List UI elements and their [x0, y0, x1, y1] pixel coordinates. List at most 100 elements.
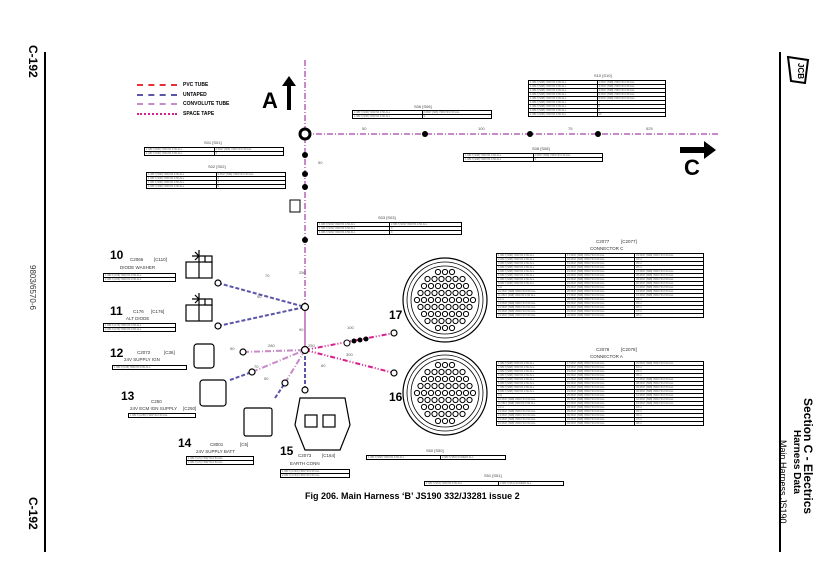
segment-length: 100 [347, 325, 354, 330]
connector-pin [431, 396, 438, 404]
connector-pin [448, 403, 456, 411]
connector-pin [424, 303, 431, 311]
space-tape-swatch [137, 113, 177, 115]
table-cell: 5 [215, 184, 286, 189]
connector-pin [424, 317, 431, 325]
segment-length: 300 [346, 352, 353, 357]
connector-pin [441, 324, 449, 332]
connector-pin [459, 275, 466, 283]
connector-pin [427, 389, 435, 397]
connector-pin [438, 317, 445, 325]
connector-ref: [C5] [240, 442, 249, 447]
direction-label-c: C [684, 155, 700, 180]
table-cell: 1 0817 [S96] YRD/YR.0.50 ALL [146, 184, 217, 189]
branch-10 [217, 282, 306, 308]
connector-pin [434, 361, 442, 369]
table-row: 2 0817 [C66] YRD/YR.0.50 ALL [103, 277, 176, 282]
connector-pin [466, 303, 473, 311]
connector-pin [452, 317, 459, 325]
untaped-swatch [137, 94, 177, 96]
connector-pin [431, 303, 438, 311]
connector-pin [438, 289, 445, 297]
connector-pin [448, 296, 456, 304]
table-cell: 3 [421, 114, 492, 119]
logo-text: JCB [796, 63, 805, 79]
table-cell: 10 [596, 112, 666, 117]
connector-pin [448, 310, 456, 318]
connector-code: C2077 [596, 239, 610, 244]
jcb-logo: JCB [785, 55, 811, 85]
connector-pin [448, 375, 456, 383]
connector-ref: [C2078] [621, 347, 637, 352]
connector-pin [452, 368, 459, 376]
segment-length: 50 [362, 126, 367, 131]
connector-pin [431, 275, 438, 283]
branch-17 [304, 332, 395, 351]
connector-pin [417, 396, 424, 404]
splice-s50-title: S50 [S50] [426, 448, 444, 453]
connector-pin [466, 396, 473, 404]
splice-s03-title: S03 [S03] [378, 215, 396, 220]
connector-pin [448, 389, 456, 397]
connector-pin [462, 403, 470, 411]
connector-name: 24V SUPPLY BATT [196, 449, 236, 454]
connector-pin [420, 296, 428, 304]
connector-pin [417, 289, 424, 297]
connector-pin [431, 317, 438, 325]
connector-number: 13 [121, 389, 135, 403]
connector-pin [420, 375, 428, 383]
segment-length: 50 [230, 346, 235, 351]
direction-label-a: A [262, 88, 278, 113]
table-cell: 1 0817 [S50] YRD/YR.0.50 ALL [366, 455, 441, 460]
connector-code: C2072 [137, 350, 151, 355]
connector-pin [448, 417, 456, 425]
connector-pin [445, 368, 452, 376]
connector-pin [455, 375, 463, 383]
connector-pin [459, 410, 466, 418]
connector-pin [441, 268, 449, 276]
branch-11 [217, 306, 306, 327]
connector-pin [469, 389, 477, 397]
branch-12 [242, 349, 306, 353]
connector-pin [459, 289, 466, 297]
connector-ref: [C164] [322, 453, 336, 458]
connector-pin [431, 368, 438, 376]
connector-pin [431, 382, 438, 390]
connector-pin [459, 396, 466, 404]
arrow-right-icon [680, 141, 716, 164]
connector-pin [462, 375, 470, 383]
connector-pin [438, 396, 445, 404]
connector-pin [427, 375, 435, 383]
connector-pin [441, 310, 449, 318]
splice-s08-title: S08 [S08] [532, 146, 550, 151]
connector-name: 24V ECM IGN SUPPLY [130, 406, 178, 411]
connector-pin [445, 317, 452, 325]
connector-pin [438, 368, 445, 376]
table-cell: 1 0817 [S08] YRD/YR.0.50 ALL [463, 157, 534, 162]
connector-pin [455, 282, 463, 290]
connector-pin [417, 382, 424, 390]
table-cell: 2 0817 [C76] YRD/YR.0.50 ALL [103, 327, 176, 332]
connector-pin [434, 403, 442, 411]
connector-pin [424, 289, 431, 297]
connector-pin [455, 389, 463, 397]
connector-pin [420, 403, 428, 411]
connector-pin [441, 389, 449, 397]
convolute-tube-swatch [137, 103, 177, 105]
table-cell: 32 0817 [S98] YRD/YR.0.50 ALL [565, 313, 635, 318]
connector-pin [459, 317, 466, 325]
splice-s06-title: S06 [S06] [414, 104, 432, 109]
